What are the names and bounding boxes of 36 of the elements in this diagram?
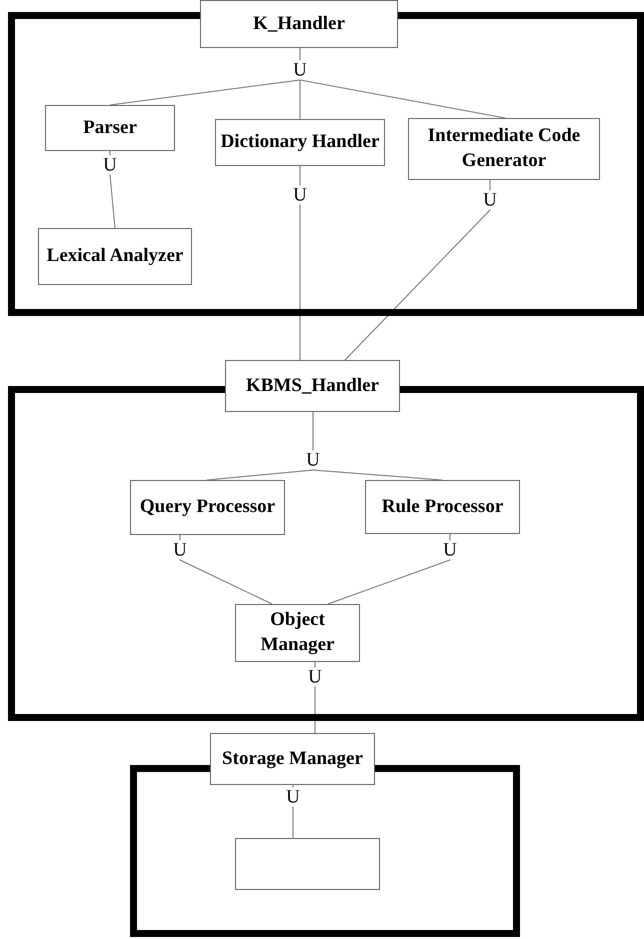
connector-line <box>314 662 316 734</box>
component-name: Lexical Analyzer <box>46 244 184 268</box>
connector-line <box>344 180 490 360</box>
usage-symbol: U <box>292 60 308 80</box>
component-name: Storage Manager <box>222 746 363 771</box>
empty-component-box <box>235 838 380 890</box>
usage-symbol: U <box>172 540 188 560</box>
usage-symbol: U <box>307 668 323 686</box>
usage-symbol: U <box>482 190 498 210</box>
connector-line <box>180 534 272 604</box>
component-box <box>235 604 360 662</box>
component-name: Dictionary Handler <box>220 130 380 154</box>
component-name: Rule Processor <box>382 494 504 519</box>
component-name: Query Processor <box>140 495 276 520</box>
component-box <box>408 118 600 180</box>
component-name: KBMS_Handler <box>246 374 379 398</box>
component-box <box>38 228 192 285</box>
component-box <box>45 105 175 151</box>
component-name: Object Manager <box>260 608 336 657</box>
connector-line <box>110 150 116 228</box>
component-box <box>225 360 400 412</box>
connector-line <box>292 784 294 838</box>
usage-symbol: U <box>305 450 321 470</box>
component-name: K_Handler <box>253 12 345 36</box>
component-box <box>210 733 375 785</box>
component-box <box>365 480 520 534</box>
usage-symbol: U <box>442 540 458 560</box>
component-box <box>200 0 398 48</box>
component-box <box>130 480 285 535</box>
usage-symbol: U <box>285 788 301 806</box>
usage-symbol: U <box>102 156 118 174</box>
component-name: Parser <box>83 116 137 140</box>
usage-symbol: U <box>292 186 308 204</box>
component-box <box>215 119 385 166</box>
component-name: Intermediate Code Generator <box>426 124 582 173</box>
connector-line <box>328 534 450 604</box>
